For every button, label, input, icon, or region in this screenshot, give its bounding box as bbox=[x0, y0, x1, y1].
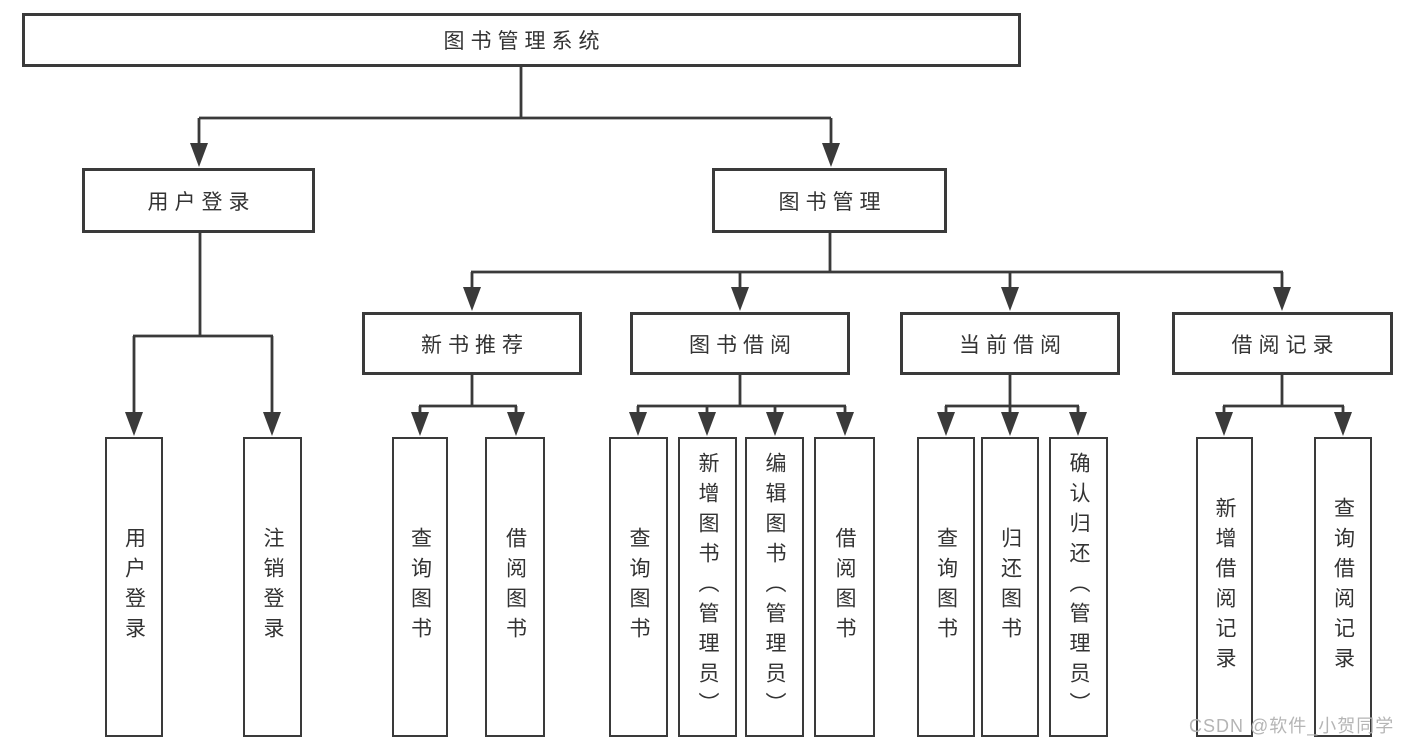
node-book-management: 图书管理 bbox=[712, 168, 947, 233]
leaf-edit-books-admin-label: 编辑图书（管理员） bbox=[763, 452, 786, 722]
leaf-add-books-admin: 新增图书（管理员） bbox=[678, 437, 737, 737]
leaf-return-books: 归还图书 bbox=[981, 437, 1039, 737]
leaf-borrow-books-2: 借阅图书 bbox=[814, 437, 875, 737]
connector-newbooks-to-leaves bbox=[418, 375, 518, 414]
leaf-user-login: 用户登录 bbox=[105, 437, 163, 737]
csdn-watermark: CSDN @软件_小贺同学 bbox=[1189, 716, 1395, 736]
leaf-query-books-3-label: 查询图书 bbox=[934, 527, 958, 647]
leaf-query-books-1-label: 查询图书 bbox=[408, 527, 432, 647]
leaf-query-books-1: 查询图书 bbox=[392, 437, 448, 737]
connector-root-to-level2 bbox=[197, 67, 833, 146]
node-book-borrow: 图书借阅 bbox=[630, 312, 850, 375]
leaf-logout: 注销登录 bbox=[243, 437, 302, 737]
connector-userlogin-to-leaves bbox=[132, 233, 274, 414]
leaf-borrow-books-1-label: 借阅图书 bbox=[503, 527, 527, 647]
node-new-book-recommend-label: 新书推荐 bbox=[421, 333, 529, 357]
node-current-borrow-label: 当前借阅 bbox=[959, 333, 1067, 357]
leaf-add-borrow-record-label: 新增借阅记录 bbox=[1213, 497, 1236, 677]
node-book-management-label: 图书管理 bbox=[778, 190, 887, 214]
leaf-return-books-label: 归还图书 bbox=[998, 527, 1022, 647]
leaf-edit-books-admin: 编辑图书（管理员） bbox=[745, 437, 804, 737]
leaf-add-borrow-record: 新增借阅记录 bbox=[1196, 437, 1253, 737]
leaf-user-login-label: 用户登录 bbox=[122, 527, 146, 647]
leaf-add-books-admin-label: 新增图书（管理员） bbox=[696, 452, 719, 722]
node-system-root-label: 图书管理系统 bbox=[443, 30, 606, 53]
connector-currentborrow-to-leaves bbox=[944, 375, 1080, 414]
leaf-logout-label: 注销登录 bbox=[261, 527, 284, 647]
node-user-login: 用户登录 bbox=[82, 168, 315, 233]
leaf-query-books-3: 查询图书 bbox=[917, 437, 975, 737]
leaf-borrow-books-1: 借阅图书 bbox=[485, 437, 545, 737]
leaf-confirm-return-admin-label: 确认归还（管理员） bbox=[1067, 452, 1090, 722]
node-book-borrow-label: 图书借阅 bbox=[689, 333, 797, 357]
leaf-confirm-return-admin: 确认归还（管理员） bbox=[1049, 437, 1108, 737]
node-borrow-records-label: 借阅记录 bbox=[1231, 333, 1340, 357]
leaf-borrow-books-2-label: 借阅图书 bbox=[833, 527, 856, 647]
leaf-query-borrow-record-label: 查询借阅记录 bbox=[1331, 497, 1355, 677]
connector-bookmgmt-to-level3 bbox=[470, 233, 1284, 289]
node-borrow-records: 借阅记录 bbox=[1172, 312, 1393, 375]
connector-records-to-leaves bbox=[1222, 375, 1345, 414]
node-system-root: 图书管理系统 bbox=[22, 13, 1021, 67]
node-user-login-label: 用户登录 bbox=[147, 190, 256, 214]
connector-bookborrow-to-leaves bbox=[636, 375, 847, 414]
arrowheads bbox=[125, 143, 1352, 436]
node-current-borrow: 当前借阅 bbox=[900, 312, 1120, 375]
leaf-query-borrow-record: 查询借阅记录 bbox=[1314, 437, 1372, 737]
node-new-book-recommend: 新书推荐 bbox=[362, 312, 582, 375]
leaf-query-books-2-label: 查询图书 bbox=[627, 527, 650, 647]
leaf-query-books-2: 查询图书 bbox=[609, 437, 668, 737]
